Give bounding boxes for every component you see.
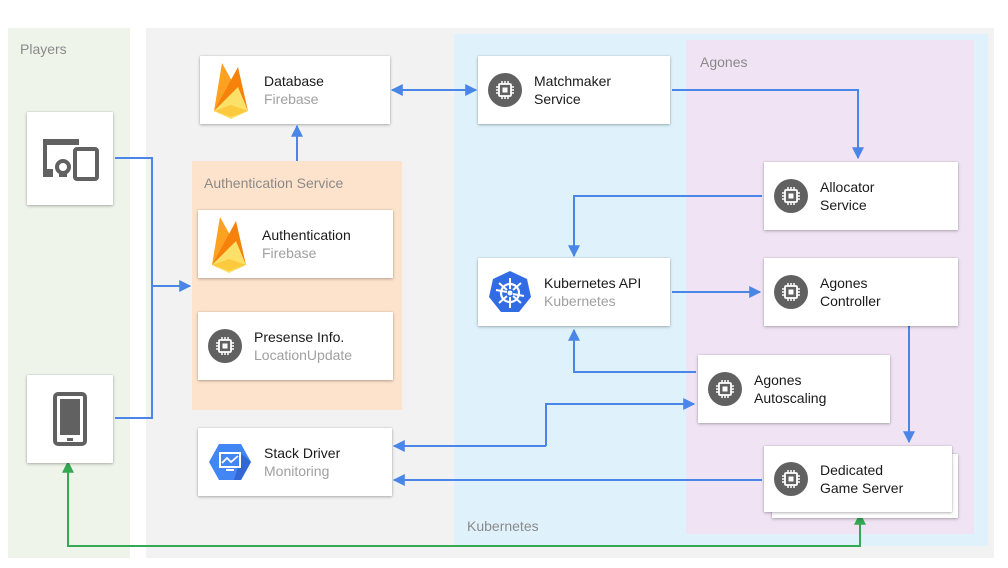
agones-autoscaling-node[interactable]: Agones Autoscaling: [698, 355, 890, 423]
chip-icon: [488, 73, 522, 107]
chip-icon: [774, 179, 808, 213]
matchmaker-title-line2: Service: [534, 91, 581, 107]
stackdriver-subtitle: Monitoring: [264, 463, 330, 479]
monitoring-icon: [208, 442, 252, 482]
chip-icon: [774, 275, 808, 309]
database-title: Database: [264, 73, 324, 89]
presence-info-subtitle: LocationUpdate: [254, 347, 353, 363]
agones-autoscaling-title: Agones: [754, 372, 802, 388]
agones-controller-title: Agones: [820, 275, 868, 291]
stackdriver-node[interactable]: Stack Driver Monitoring: [198, 428, 392, 496]
allocator-title: Allocator: [820, 179, 875, 195]
desktop-mobile-icon: [39, 137, 101, 181]
dedicated-game-server-node[interactable]: Dedicated Game Server: [764, 446, 952, 512]
stackdriver-title: Stack Driver: [264, 445, 341, 461]
presence-info-title: Presense Info.: [254, 329, 345, 345]
authentication-subtitle: Firebase: [262, 245, 317, 261]
matchmaker-node[interactable]: Matchmaker Service: [478, 56, 670, 124]
player-desktop-device[interactable]: [27, 112, 113, 205]
database-subtitle: Firebase: [264, 91, 319, 107]
authentication-node[interactable]: Authentication Firebase: [198, 210, 393, 278]
players-label: Players: [20, 41, 67, 57]
auth-service-label: Authentication Service: [204, 175, 344, 191]
agones-label: Agones: [700, 54, 748, 70]
kubernetes-api-subtitle: Kubernetes: [544, 293, 616, 309]
chip-icon: [208, 329, 242, 363]
allocator-title-line2: Service: [820, 197, 867, 213]
kubernetes-api-title: Kubernetes API: [544, 275, 642, 291]
kubernetes-label: Kubernetes: [467, 518, 539, 534]
tablet-icon: [52, 391, 88, 447]
authentication-title: Authentication: [262, 227, 351, 243]
chip-icon: [774, 462, 808, 496]
presence-info-node[interactable]: Presense Info. LocationUpdate: [198, 312, 393, 380]
database-node[interactable]: Database Firebase: [200, 56, 390, 124]
firebase-icon: [208, 215, 250, 273]
dedicated-server-title: Dedicated: [820, 462, 884, 478]
players-region: [8, 28, 130, 558]
kubernetes-api-node[interactable]: Kubernetes API Kubernetes: [478, 258, 670, 326]
matchmaker-title: Matchmaker: [534, 73, 612, 89]
allocator-service-node[interactable]: Allocator Service: [764, 162, 958, 230]
kubernetes-icon: [488, 270, 532, 314]
firebase-icon: [210, 61, 252, 119]
chip-icon: [708, 372, 742, 406]
agones-controller-title-line2: Controller: [820, 293, 881, 309]
agones-controller-node[interactable]: Agones Controller: [764, 258, 958, 326]
player-tablet-device[interactable]: [27, 375, 113, 463]
dedicated-server-title-line2: Game Server: [820, 480, 904, 496]
agones-autoscaling-title-line2: Autoscaling: [754, 390, 827, 406]
